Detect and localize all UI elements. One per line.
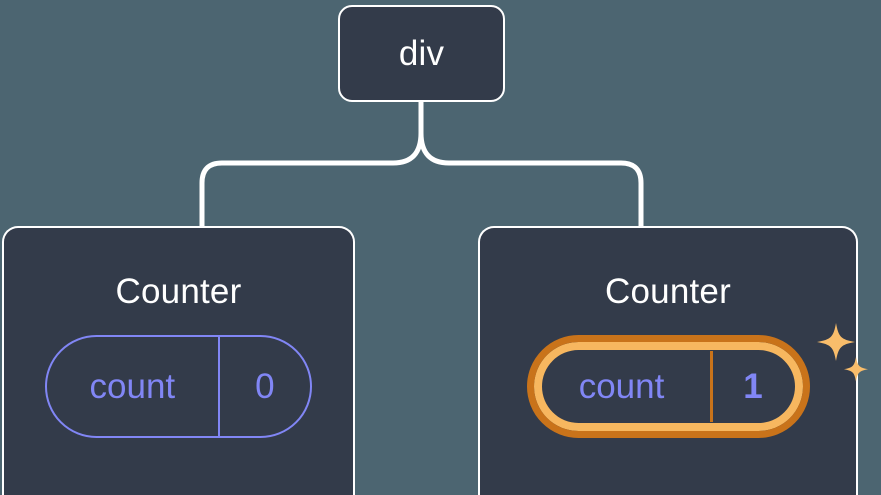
sparkle-small-icon [843, 357, 868, 382]
sparkle-large-icon [816, 323, 855, 361]
node-counter-left[interactable]: Counter count 0 [2, 226, 355, 495]
state-pill-divider-right [709, 351, 713, 422]
node-div[interactable]: div [338, 5, 505, 102]
node-counter-right-title: Counter [605, 272, 731, 311]
state-pill-wrap-left: count 0 [45, 335, 312, 438]
state-pill-wrap-right: count 1 [526, 323, 868, 438]
node-div-label: div [398, 34, 445, 73]
state-value-left: 0 [255, 367, 275, 406]
node-counter-left-title: Counter [115, 272, 242, 311]
connector-branch-left [199, 130, 424, 229]
state-pill-divider-left [217, 337, 220, 436]
connector-branch-right [418, 130, 644, 229]
state-key-left: count [89, 367, 176, 406]
sparkles-icon [816, 323, 868, 382]
state-key-right: count [578, 367, 665, 406]
state-value-right: 1 [743, 367, 763, 406]
node-counter-right[interactable]: Counter count 1 [478, 226, 868, 495]
state-pill-left[interactable]: count 0 [45, 335, 312, 438]
state-pill-right-highlighted[interactable]: count 1 [526, 335, 810, 438]
